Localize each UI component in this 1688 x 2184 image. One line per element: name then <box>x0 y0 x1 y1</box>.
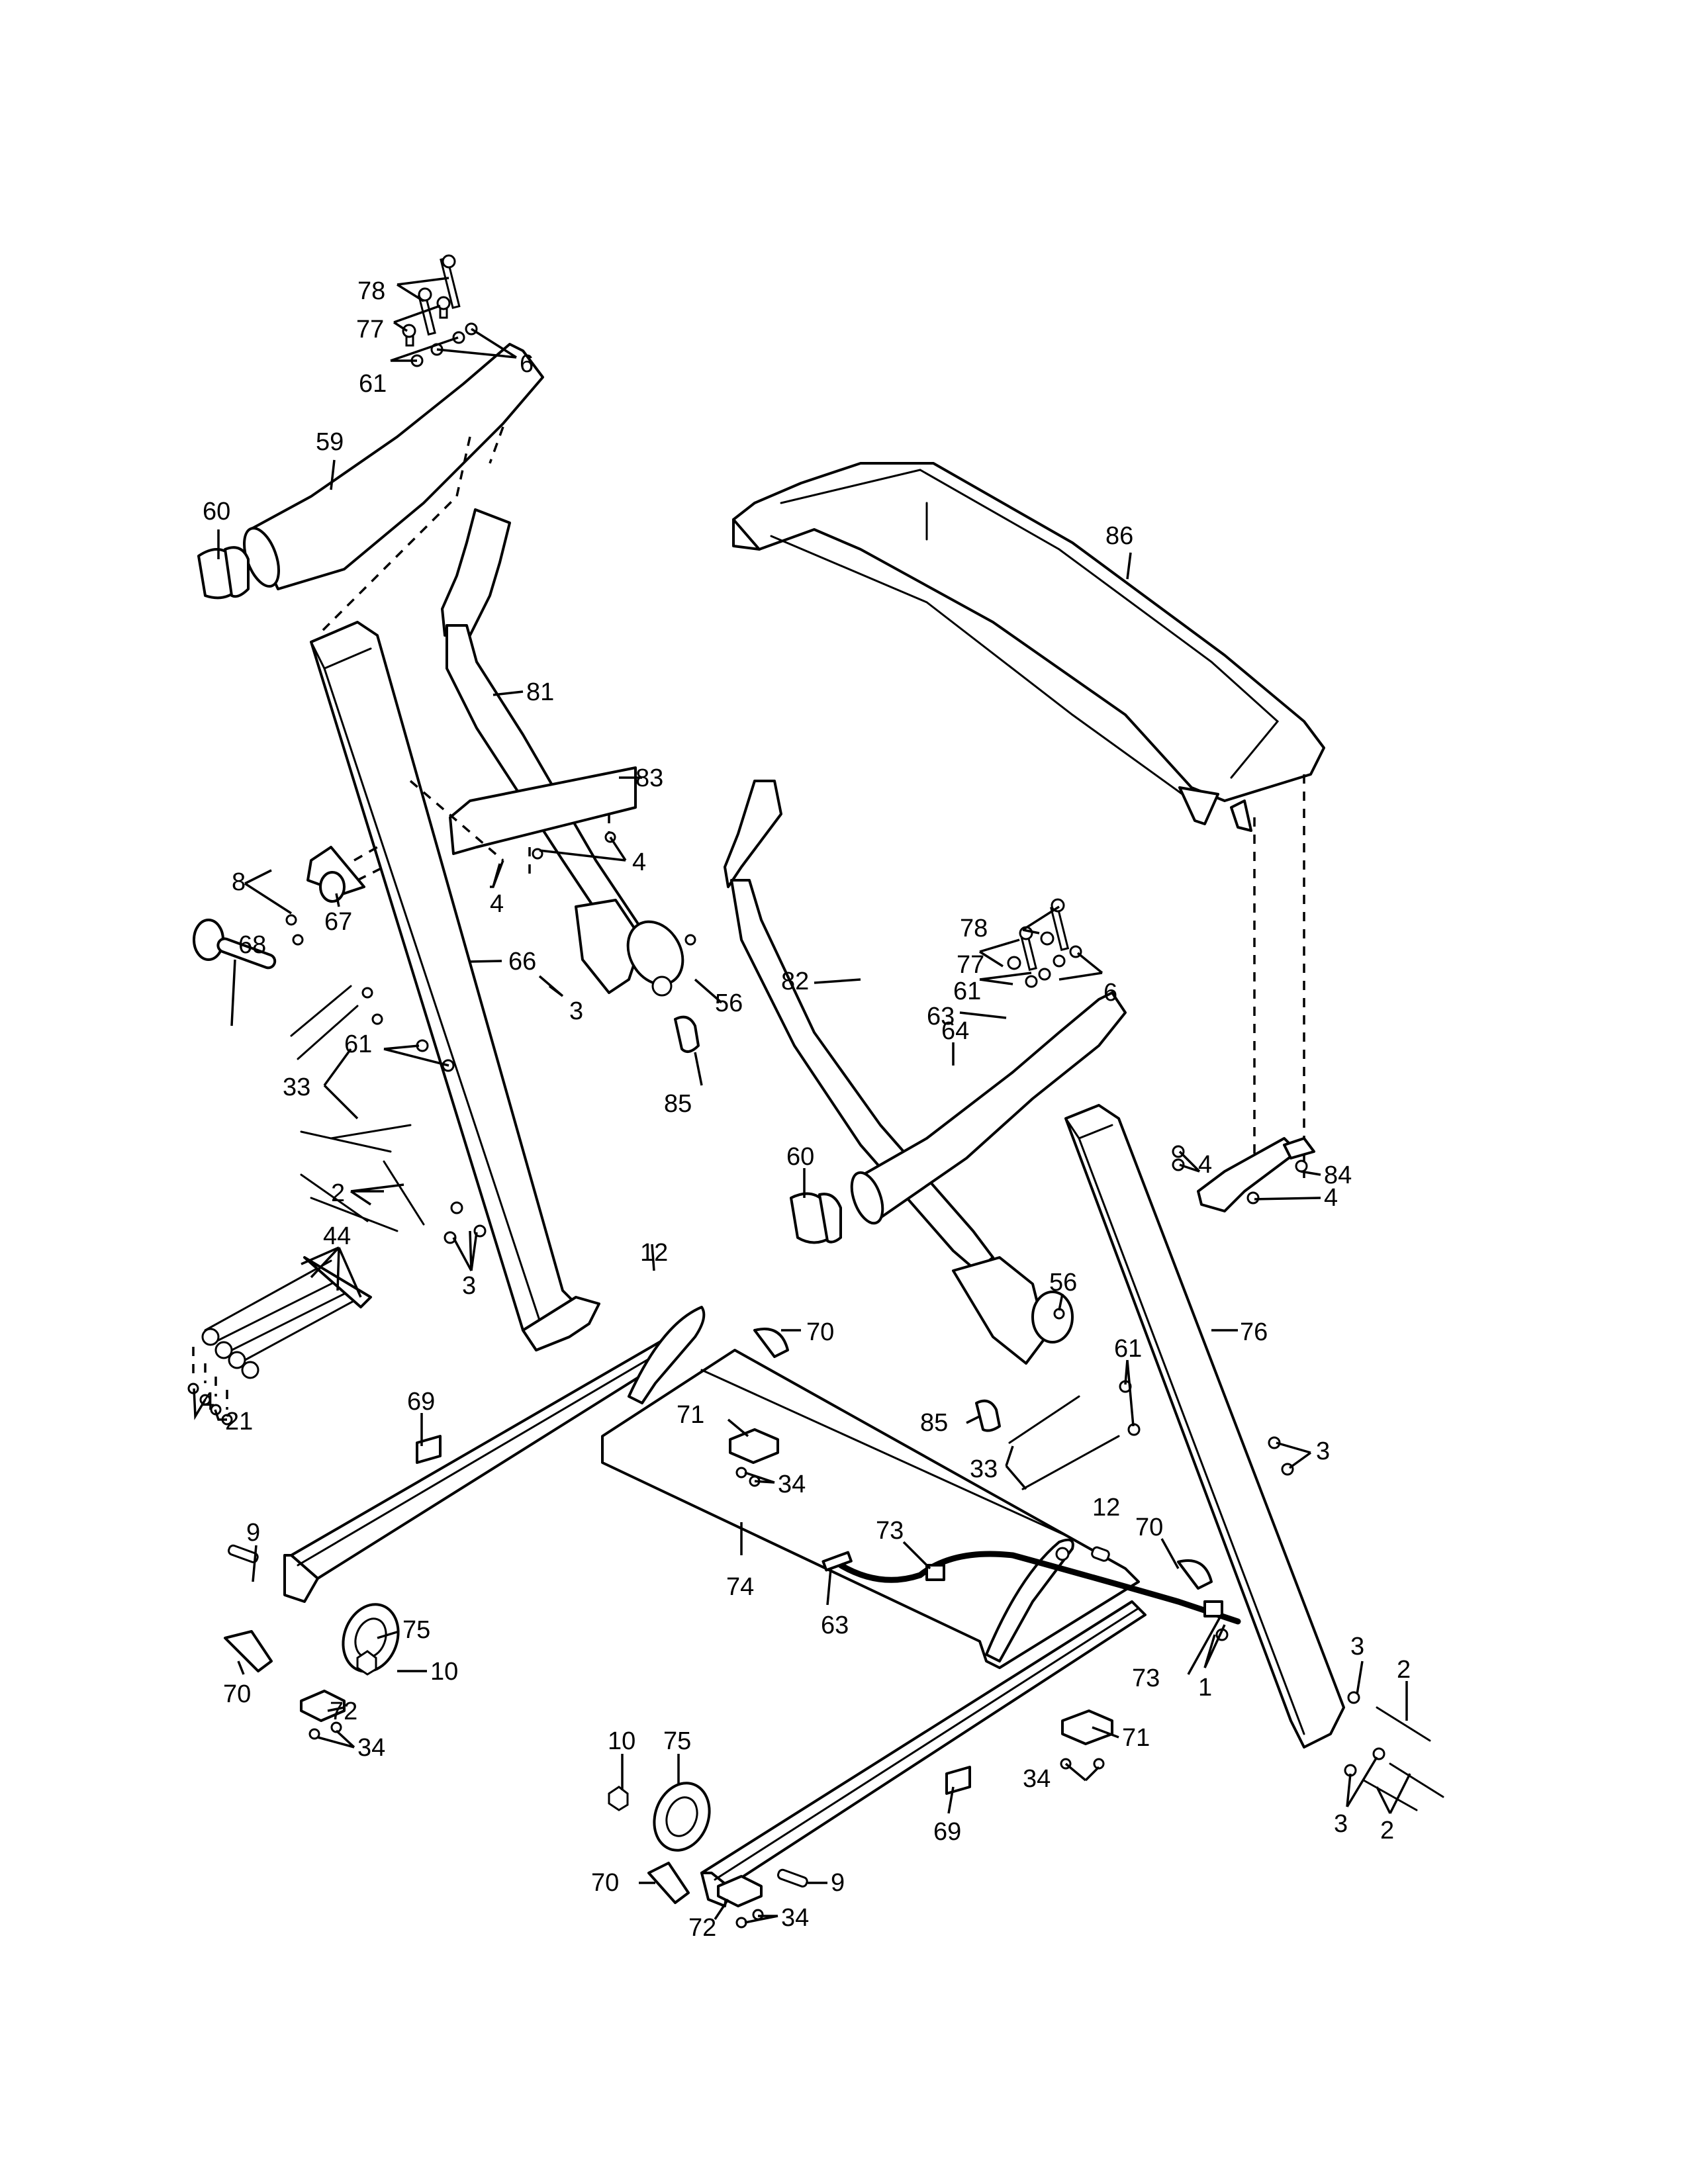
callout-61-right-mid: 61 <box>1114 1335 1142 1363</box>
callout-72-left: 72 <box>330 1698 357 1725</box>
callout-70-c: 70 <box>1135 1514 1163 1541</box>
left-bolts <box>290 985 487 1244</box>
left-handrail-part <box>243 343 544 590</box>
callout-70-a: 70 <box>806 1318 834 1346</box>
callout-75-right: 75 <box>663 1727 691 1755</box>
callout-2-right-low: 2 <box>1380 1817 1394 1844</box>
callout-63-top: 63 <box>927 1003 955 1030</box>
console-base-part <box>732 462 1325 832</box>
callout-4-b: 4 <box>632 848 646 876</box>
callout-69-right: 69 <box>933 1818 961 1846</box>
right-foot-bolts <box>1344 1691 1444 1811</box>
axle-bolts <box>228 1544 808 1888</box>
callout-61-left-mid: 61 <box>344 1030 372 1058</box>
callout-3-left-top: 3 <box>569 997 583 1025</box>
right-upright-part <box>1064 1104 1345 1749</box>
left-arm-part <box>441 508 684 994</box>
callout-85-right: 85 <box>920 1409 948 1437</box>
callout-3-right-low: 3 <box>1334 1810 1348 1838</box>
callout-78-left: 78 <box>357 277 385 305</box>
callout-1: 1 <box>1198 1674 1212 1702</box>
base-frame-part <box>283 1306 1147 1907</box>
wrench-set-part <box>201 1256 372 1379</box>
callout-10-right: 10 <box>608 1727 635 1755</box>
callout-83: 83 <box>635 764 663 792</box>
callout-63-low: 63 <box>821 1612 849 1639</box>
callout-60-left: 60 <box>203 498 230 525</box>
callout-12-right: 12 <box>1092 1494 1120 1522</box>
safety-key-part <box>193 919 277 970</box>
callout-77-right: 77 <box>957 951 984 979</box>
wheels <box>342 1603 711 1852</box>
callout-4-c: 4 <box>201 1388 214 1416</box>
callout-8: 8 <box>232 868 246 896</box>
callout-70-d: 70 <box>591 1869 619 1897</box>
callout-71-right: 71 <box>1122 1724 1150 1752</box>
callout-82: 82 <box>781 968 809 995</box>
callout-71-left: 71 <box>677 1401 704 1429</box>
endcaps-70 <box>224 1328 1213 1904</box>
leader-lines <box>193 277 1411 1924</box>
callout-6-left: 6 <box>520 350 534 378</box>
left-endcap-part <box>197 546 250 600</box>
callout-59: 59 <box>316 428 344 456</box>
callout-78-right: 78 <box>960 915 988 942</box>
callout-56-left: 56 <box>715 989 743 1017</box>
callout-34-c: 34 <box>1023 1765 1051 1793</box>
callout-34-d: 34 <box>781 1904 809 1932</box>
callout-4-e: 4 <box>1324 1184 1338 1212</box>
callout-61-left-top: 61 <box>359 370 387 398</box>
callout-64: 64 <box>941 1017 969 1045</box>
callout-9-left: 9 <box>246 1519 260 1547</box>
callout-4-d: 4 <box>1198 1151 1212 1179</box>
callout-75-left: 75 <box>402 1616 430 1644</box>
right-hardware <box>975 1308 1294 1641</box>
right-endcap-part <box>790 1192 842 1244</box>
callout-3-right-top: 3 <box>1350 1633 1364 1661</box>
callout-56-right: 56 <box>1049 1269 1077 1297</box>
callout-44: 44 <box>323 1222 351 1250</box>
callout-68: 68 <box>238 931 266 959</box>
base-pads <box>300 1428 1113 1907</box>
callout-81: 81 <box>526 678 554 706</box>
right-bracket-part <box>1172 1137 1315 1212</box>
callout-12-left: 12 <box>640 1239 668 1267</box>
callout-77-left: 77 <box>356 316 384 343</box>
right-arm-part <box>724 780 1074 1365</box>
callout-84: 84 <box>1324 1161 1352 1189</box>
callout-4-a: 4 <box>490 890 504 918</box>
left-top-screws <box>402 254 478 367</box>
callout-66: 66 <box>508 948 536 976</box>
callout-60-right: 60 <box>786 1143 814 1171</box>
callout-labels: 78 77 61 6 59 60 86 81 83 4 4 8 67 66 68… <box>201 277 1411 1942</box>
callout-34-a: 34 <box>778 1471 806 1498</box>
callout-85-left: 85 <box>664 1090 692 1118</box>
callout-72-right: 72 <box>688 1914 716 1942</box>
callout-61-right-top: 61 <box>953 978 981 1005</box>
callout-73-b: 73 <box>1132 1664 1160 1692</box>
callout-2-left: 2 <box>331 1179 345 1207</box>
callout-69-left: 69 <box>407 1388 435 1416</box>
left-upright-part <box>310 621 600 1351</box>
callout-21: 21 <box>225 1408 253 1435</box>
callout-10-left: 10 <box>430 1658 458 1686</box>
callout-2-right-top: 2 <box>1397 1656 1411 1684</box>
callout-33-left: 33 <box>283 1073 310 1101</box>
key-holder-part <box>306 846 365 903</box>
callout-73-a: 73 <box>876 1517 904 1545</box>
callout-74: 74 <box>726 1573 754 1601</box>
callout-34-b: 34 <box>357 1734 385 1762</box>
callout-6-right: 6 <box>1103 979 1117 1007</box>
right-handrail-part <box>850 991 1127 1225</box>
callout-70-b: 70 <box>223 1680 251 1708</box>
callout-9-right: 9 <box>831 1869 845 1897</box>
callout-86: 86 <box>1105 522 1133 550</box>
callout-3-left-low: 3 <box>462 1272 476 1300</box>
callout-67: 67 <box>324 908 352 936</box>
left-bracket-part <box>449 766 637 855</box>
wire-harness-part <box>821 1551 1241 1625</box>
callout-33-right: 33 <box>970 1455 998 1483</box>
callout-3-right-mid: 3 <box>1316 1437 1330 1465</box>
callout-76: 76 <box>1240 1318 1268 1346</box>
